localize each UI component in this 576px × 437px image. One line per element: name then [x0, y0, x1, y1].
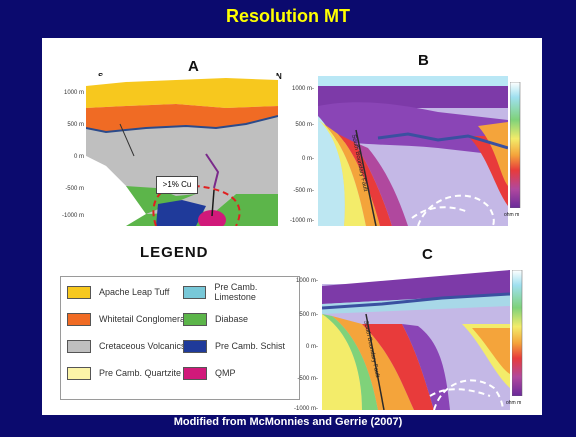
legend-swatch — [67, 312, 91, 326]
direction-north-label: N — [276, 72, 282, 81]
colorbar-unit-b: ohm m — [504, 212, 520, 218]
b-tick-minus500: -500 m- — [293, 188, 314, 194]
c-tick-500: 500 m- — [299, 312, 318, 318]
figure-a-label: A — [188, 58, 199, 75]
source-caption: Modified from McMonnies and Gerrie (2007… — [173, 416, 403, 428]
b-tick-0: 0 m- — [302, 156, 314, 162]
a-tick-minus1000: -1000 m — [61, 213, 84, 219]
legend-item-whitetail-conglomerate: Whitetail Conglomerate — [67, 312, 193, 326]
legend-swatch — [67, 285, 91, 299]
legend-item-cretaceous-volcanics: Cretaceous Volcanics — [67, 339, 186, 353]
legend-title: LEGEND — [140, 244, 209, 261]
resistivity-section-c — [322, 264, 510, 410]
figure-b-label: B — [418, 52, 429, 69]
figure-c-label: C — [422, 246, 433, 263]
legend-swatch — [183, 285, 207, 299]
c-tick-1000: 1000 m- — [295, 278, 318, 284]
c-tick-0: 0 m- — [306, 344, 318, 350]
legend-swatch — [67, 339, 91, 353]
c-tick-minus500: -500 m- — [297, 376, 318, 382]
legend-item-diabase: Diabase — [183, 312, 248, 326]
copper-callout: >1% Cu — [156, 176, 198, 194]
c-tick-minus1000: -1000 m- — [293, 406, 318, 412]
resistivity-colorbar-c — [512, 270, 523, 396]
a-tick-minus500: -500 m — [65, 186, 84, 192]
colorbar-unit-c: ohm m — [506, 400, 522, 406]
legend-item-apache-leap-tuff: Apache Leap Tuff — [67, 285, 169, 299]
resistivity-colorbar-b — [510, 82, 521, 208]
legend-item-qmp: QMP — [183, 366, 236, 380]
b-tick-1000: 1000 m- — [291, 86, 314, 92]
legend-swatch — [67, 366, 91, 380]
slide-title: Resolution MT — [226, 6, 350, 26]
legend-swatch — [183, 339, 207, 353]
b-tick-500: 500 m- — [295, 122, 314, 128]
legend-swatch — [183, 366, 207, 380]
b-tick-minus1000: -1000 m- — [289, 218, 314, 224]
a-tick-0: 0 m — [73, 154, 84, 160]
legend-swatch — [183, 312, 207, 326]
legend-item-pre-camb-limestone: Pre Camb. Limestone — [183, 282, 299, 302]
legend-box: Apache Leap Tuff Whitetail Conglomerate … — [60, 276, 300, 400]
legend-item-pre-camb-schist: Pre Camb. Schist — [183, 339, 285, 353]
a-tick-1000: 1000 m — [63, 90, 84, 96]
a-tick-500: 500 m — [67, 122, 84, 128]
cross-section-a — [86, 76, 278, 226]
figure-panel: A S N 1000 m 500 m 0 m -500 m -1000 m >1… — [42, 38, 542, 415]
resistivity-section-b — [318, 76, 508, 226]
legend-item-pre-camb-quartzite: Pre Camb. Quartzite — [67, 366, 181, 380]
